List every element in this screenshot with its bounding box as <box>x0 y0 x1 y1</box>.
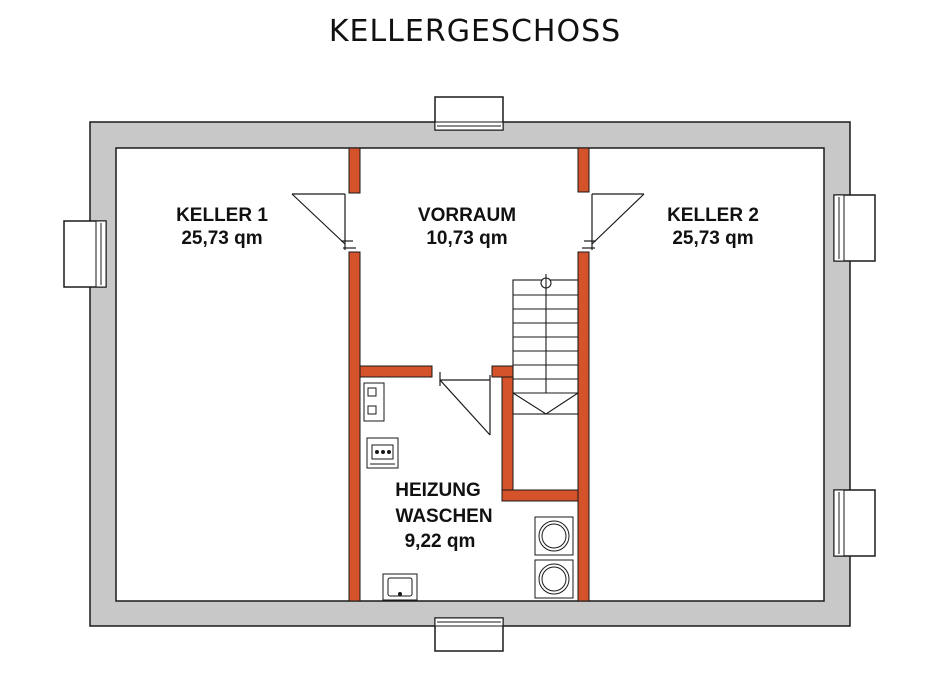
room-area-keller2: 25,73 qm <box>672 228 753 249</box>
door-heizung <box>439 372 491 436</box>
boiler-unit <box>363 382 385 422</box>
window-left <box>63 220 107 288</box>
room-label-keller1: KELLER 1 <box>176 205 268 226</box>
door-keller2 <box>582 193 645 250</box>
room-area-vorraum: 10,73 qm <box>426 228 507 249</box>
heater-unit <box>366 437 399 469</box>
inner-walls <box>348 147 590 602</box>
door-keller1 <box>291 193 356 250</box>
room-area-keller1: 25,73 qm <box>181 228 262 249</box>
room-area-heizung: 9,22 qm <box>405 531 476 552</box>
window-right-lower <box>833 489 876 557</box>
window-top <box>434 96 504 131</box>
washing-machine-1 <box>534 516 574 556</box>
washing-machine-2 <box>534 559 574 599</box>
sink <box>382 573 418 601</box>
staircase <box>512 274 579 415</box>
window-bottom <box>434 617 504 652</box>
plan-title: KELLERGESCHOSS <box>328 14 622 49</box>
room-label-keller2: KELLER 2 <box>667 205 759 226</box>
window-right-upper <box>833 194 876 262</box>
room-label-heizung: HEIZUNG <box>395 480 481 501</box>
room-label-vorraum: VORRAUM <box>418 205 516 226</box>
room-label-waschen: WASCHEN <box>395 506 492 527</box>
